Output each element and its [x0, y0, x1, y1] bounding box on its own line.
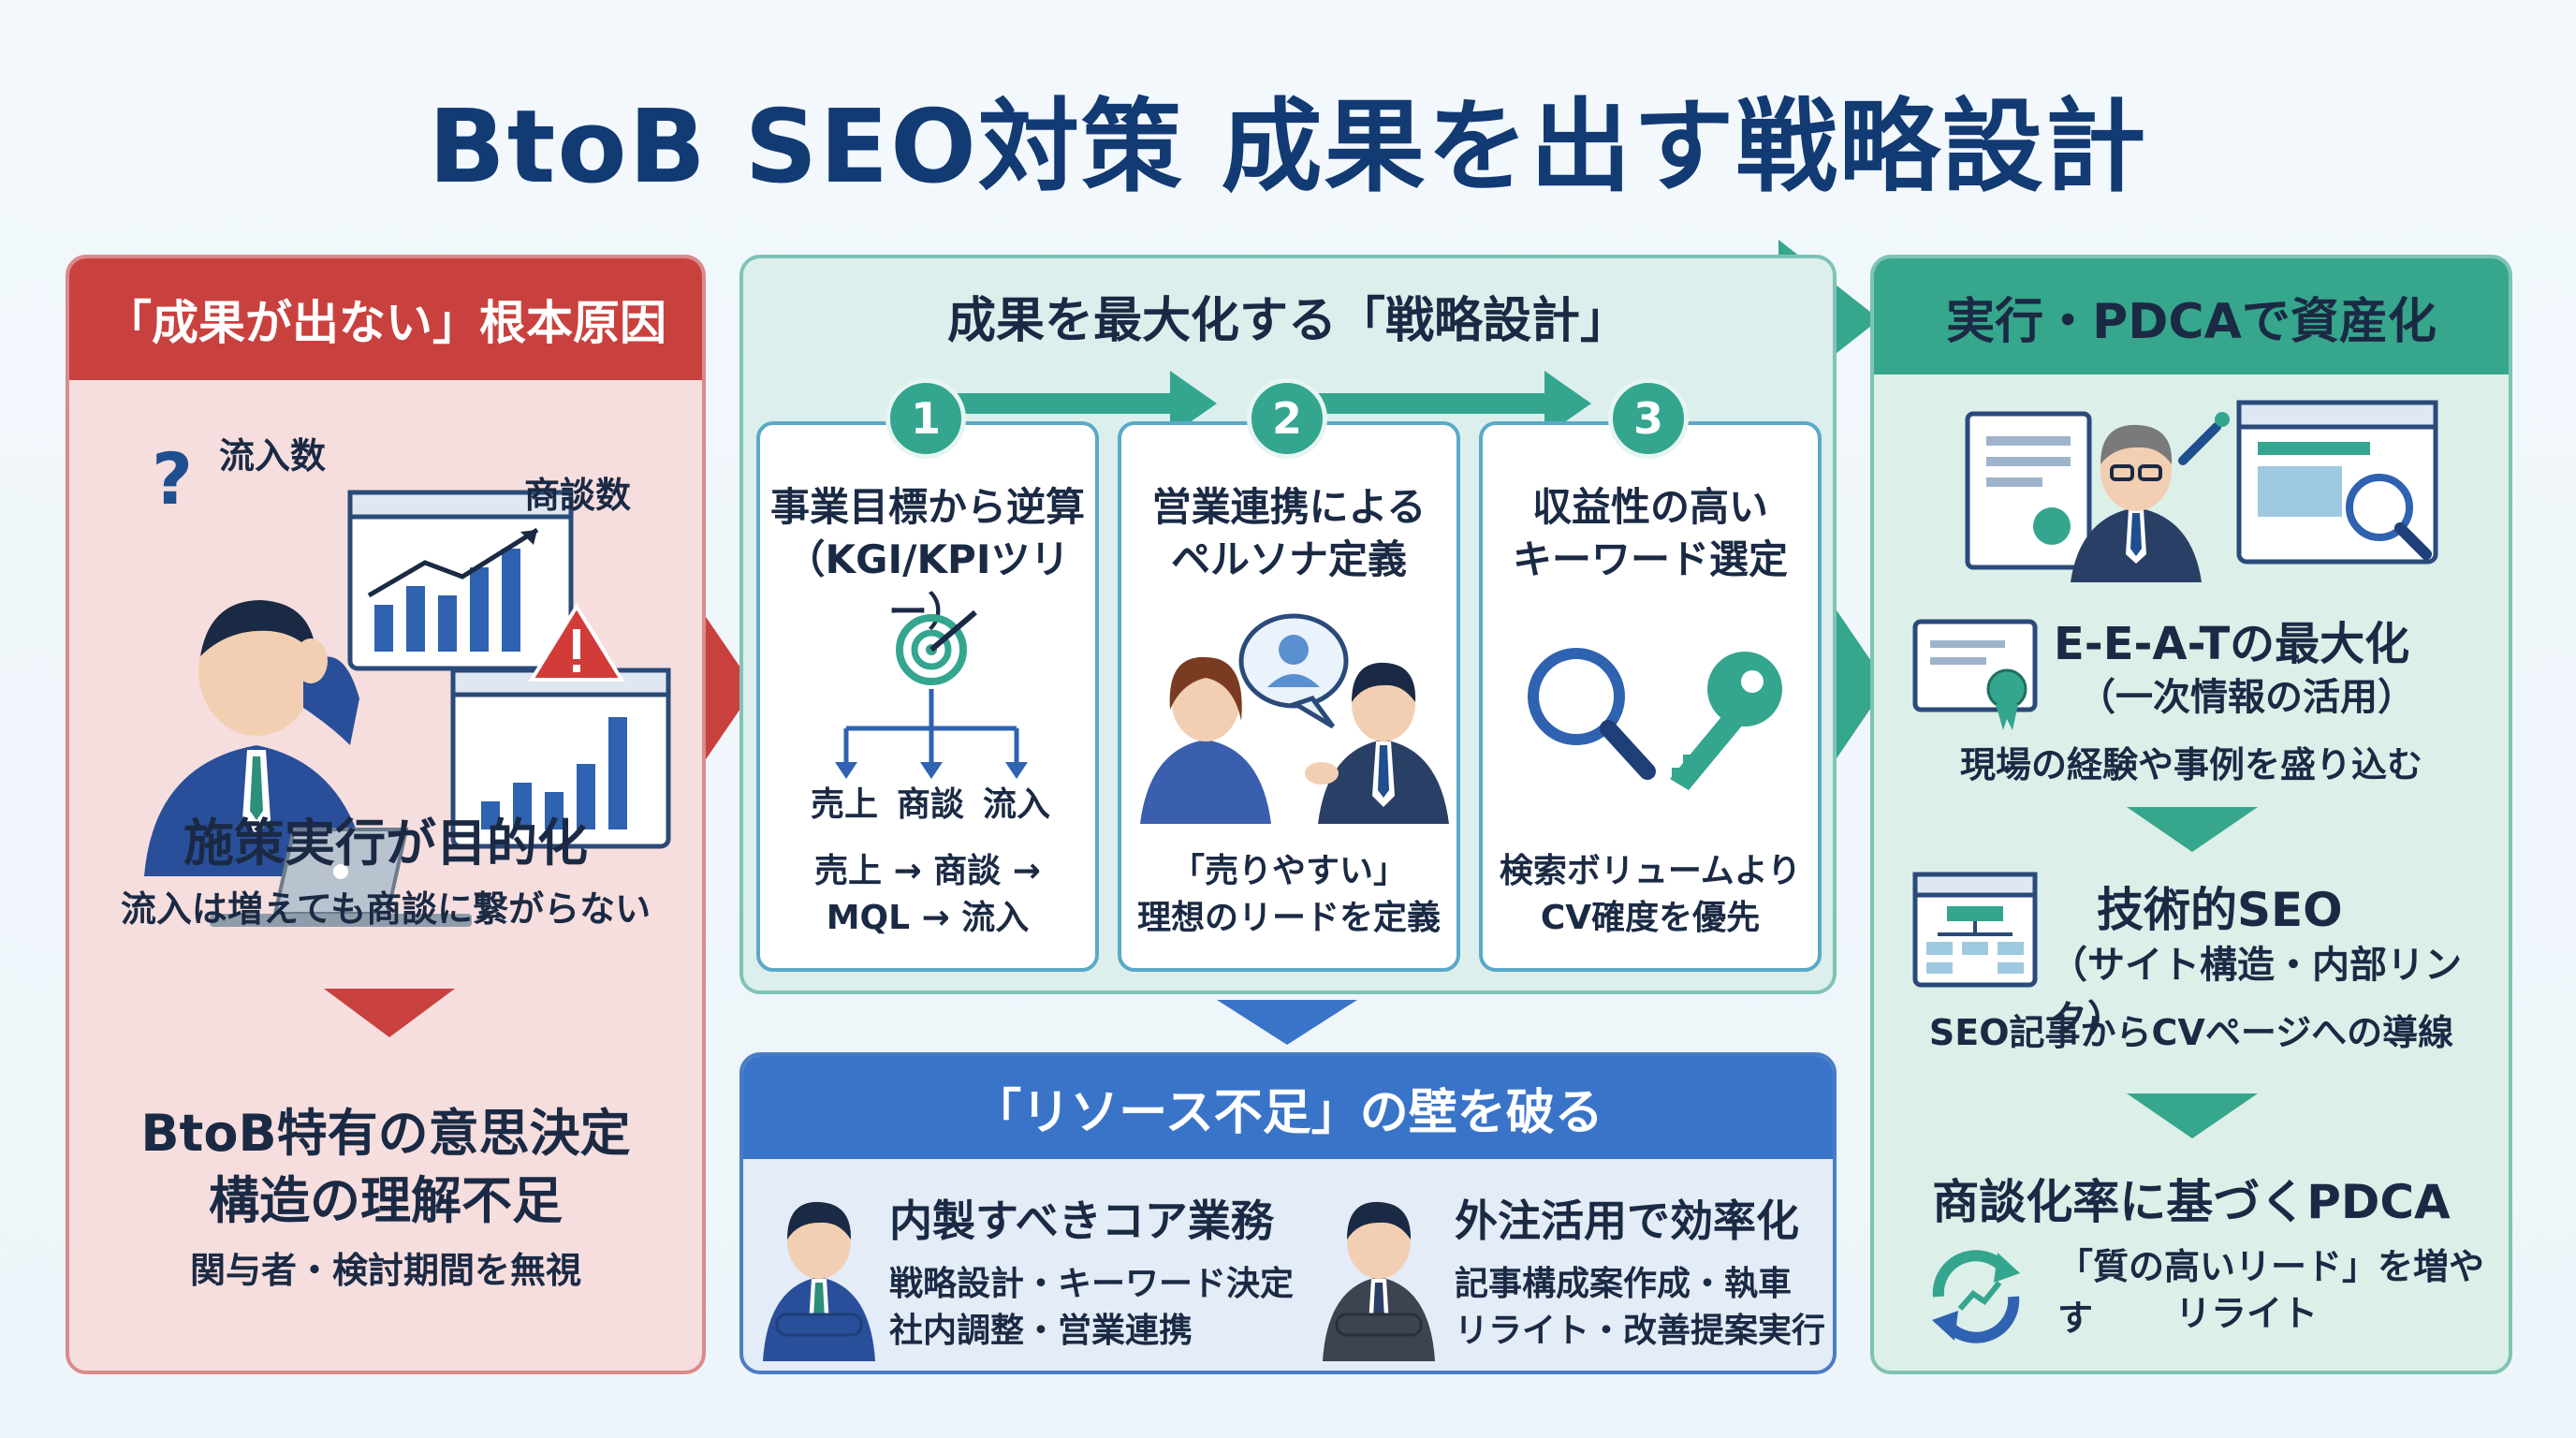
persona-meeting-icon [1140, 613, 1449, 824]
down-arrow-icon [2127, 807, 2258, 852]
inflow-label: 流入数 [219, 435, 327, 477]
pen-icon [2178, 412, 2230, 465]
magnifier-icon [1528, 648, 1656, 780]
cause1-title: 施策実行が目的化 [183, 814, 588, 873]
inhouse-title: 内製すべきコア業務 [889, 1196, 1274, 1246]
step1-desc-line2: MQL → 流入 [826, 899, 1030, 937]
cause2-title-line2: 構造の理解不足 [209, 1171, 563, 1230]
tree-label-deals: 商談 [897, 785, 965, 824]
target-icon [896, 609, 977, 685]
cycle-arrows-icon [1932, 1250, 2020, 1343]
laptop-icon [210, 828, 472, 927]
keyword-search-icons [1528, 648, 1782, 790]
warning-icon [528, 603, 625, 682]
deals-label: 商談数 [524, 475, 632, 516]
eeat-desc: 現場の経験や事例を盛り込む [1959, 744, 2422, 785]
frustrated-businessman-illustration: ? [144, 437, 671, 927]
expert-person-icon [2071, 424, 2202, 582]
resource-header: 「リソース不足」の壁を破る [743, 1056, 1833, 1159]
inflow-chart-icon [347, 490, 574, 671]
down-arrow-icon [2127, 1093, 2258, 1138]
arrow-mid-to-right-icon [1833, 605, 1887, 764]
key-icon [1670, 652, 1782, 790]
step1-number-badge: 1 [886, 378, 966, 459]
outsource-title: 外注活用で効率化 [1455, 1196, 1799, 1246]
step3-number-badge: 3 [1608, 378, 1689, 459]
step-flow-arrow-icon [917, 371, 1591, 436]
root-cause-panel: 「成果が出ない」根本原因 ? [66, 255, 706, 1374]
kpi-tree-icon [835, 609, 1028, 779]
step2-card: 営業連携による ペルソナ定義 「売りやすい」 理想のリードを定義 [1118, 421, 1460, 972]
expert-documents-illustration [1965, 400, 2438, 582]
step2-title-line1: 営業連携による [1151, 484, 1427, 530]
step2-desc-line1: 「売りやすい」 [1170, 852, 1407, 890]
step3-card: 収益性の高い キーワード選定 検索ボリュームより CV確度を優先 [1479, 421, 1822, 972]
step2-title-line2: ペルソナ定義 [1170, 536, 1407, 582]
step1-desc-line1: 売上 → 商談 → [814, 852, 1041, 890]
inhouse-line2: 社内調整・営業連携 [889, 1312, 1193, 1350]
tree-label-inflow: 流入 [983, 785, 1051, 824]
page-title: BtoB SEO対策 成果を出す戦略設計 [428, 89, 2148, 206]
pdca-header: 実行・PDCAで資産化 [1874, 258, 2509, 374]
pdca-title: 商談化率に基づくPDCA [1932, 1175, 2451, 1229]
root-cause-header: 「成果が出ない」根本原因 [69, 258, 702, 380]
step2-number-badge: 2 [1247, 378, 1327, 459]
site-structure-icon [1912, 872, 2038, 988]
cause1-desc: 流入は増えても商談に繋がらない [120, 888, 651, 930]
step1-title-line1: 事業目標から逆算 [769, 484, 1085, 530]
cause2-title-line1: BtoB特有の意思決定 [140, 1104, 631, 1163]
resource-panel: 「リソース不足」の壁を破る 内製すべきコア業務 戦略設計・キーワード決定 社内調… [739, 1052, 1837, 1374]
question-mark-icon: ? [152, 437, 193, 521]
outsource-line2: リライト・改善提案実行 [1455, 1312, 1826, 1350]
down-arrow-icon [324, 989, 455, 1037]
pdca-panel: 実行・PDCAで資産化 [1870, 255, 2512, 1374]
outsource-person-icon [1323, 1201, 1435, 1361]
strategy-header: 成果を最大化する「戦略設計」 [946, 293, 1629, 349]
step3-desc-line1: 検索ボリュームより [1499, 852, 1802, 890]
technical-seo-sub: （サイト構造・内部リンク） [2050, 944, 2462, 1041]
female-person-icon [1140, 656, 1271, 824]
eeat-title: E-E-A-Tの最大化 [2054, 618, 2410, 670]
step2-desc-line2: 理想のリードを定義 [1136, 899, 1441, 937]
step3-title-line2: キーワード選定 [1512, 536, 1788, 582]
eeat-sub: （一次情報の活用） [2078, 676, 2415, 719]
arrow-mid-to-resource-icon [1217, 1000, 1357, 1045]
arrow-left-to-mid-icon [700, 609, 754, 768]
inhouse-line1: 戦略設計・キーワード決定 [889, 1265, 1295, 1303]
deals-chart-icon [450, 668, 671, 849]
outsource-line1: 記事構成案作成・執車 [1455, 1265, 1793, 1303]
cause2-desc: 関与者・検討期間を無視 [189, 1250, 581, 1291]
step3-title-line1: 収益性の高い [1531, 484, 1768, 530]
document-icon [1965, 411, 2092, 570]
speech-bubble-icon [1238, 613, 1349, 729]
male-person-icon [1305, 662, 1449, 824]
step3-desc-line2: CV確度を優先 [1540, 899, 1761, 937]
certificate-icon [1912, 619, 2038, 730]
technical-seo-title: 技術的SEO [2097, 883, 2343, 937]
inhouse-person-icon [763, 1201, 875, 1361]
technical-seo-desc: SEO記事からCVページへの導線 [1928, 1012, 2454, 1053]
pdca-line1: 「質の高いリード」を増やす [2057, 1246, 2485, 1339]
analytics-window-icon [2236, 400, 2438, 565]
step1-card: 事業目標から逆算 （KGI/KPIツリー） 売上 商談 流入 売上 → 商談 →… [756, 421, 1099, 972]
pdca-line2: リライト [2175, 1293, 2319, 1334]
tree-label-sales: 売上 [811, 785, 879, 824]
